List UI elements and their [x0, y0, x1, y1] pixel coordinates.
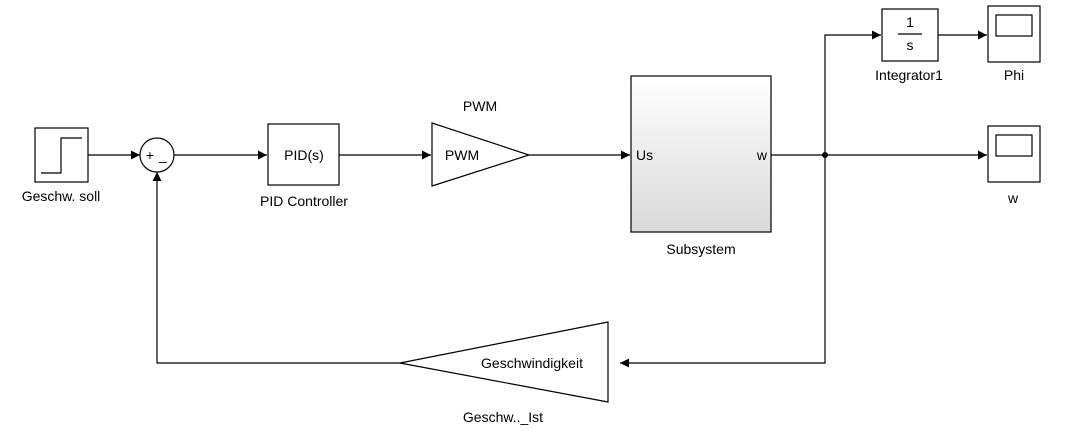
pwm-gain-block[interactable]: PWM PWM: [431, 98, 531, 187]
subsystem-block[interactable]: Us w Subsystem: [630, 75, 772, 257]
line-feedback-to-sum[interactable]: [152, 172, 400, 364]
scope-w-label: w: [1007, 190, 1019, 206]
line-branch-to-integrator[interactable]: [824, 30, 881, 155]
scope-w-block[interactable]: w: [987, 125, 1041, 206]
step-block[interactable]: Geschw. soll: [22, 127, 101, 204]
pid-controller-block[interactable]: PID(s) PID Controller: [260, 123, 348, 209]
feedback-gain-block[interactable]: Geschwindigkeit Geschw.._Ist: [399, 321, 609, 425]
feedback-gain-label: Geschw.._Ist: [463, 409, 543, 425]
sum-block[interactable]: + _: [139, 137, 175, 173]
integrator-denominator: s: [907, 37, 914, 53]
subsystem-output-port: w: [756, 147, 768, 163]
scope-phi-label: Phi: [1004, 67, 1024, 83]
subsystem-label: Subsystem: [666, 241, 735, 257]
subsystem-input-port: Us: [636, 147, 653, 163]
pid-block-text: PID(s): [284, 147, 324, 163]
integrator-numerator: 1: [906, 14, 914, 30]
feedback-gain-text: Geschwindigkeit: [481, 355, 583, 371]
sum-minus-sign: _: [158, 147, 167, 163]
branch-point: [822, 152, 828, 158]
signal-lines: [88, 30, 987, 368]
scope-screen-icon: [995, 14, 1033, 37]
line-branch-to-feedback[interactable]: [620, 155, 826, 368]
sum-plus-sign: +: [146, 147, 154, 163]
integrator-block[interactable]: 1 s Integrator1: [875, 8, 943, 83]
pwm-title: PWM: [463, 98, 497, 114]
scope-screen-icon: [995, 134, 1033, 157]
pid-label: PID Controller: [260, 193, 348, 209]
step-icon: [41, 137, 82, 174]
step-label: Geschw. soll: [22, 188, 101, 204]
pwm-block-text: PWM: [445, 147, 479, 163]
integrator-label: Integrator1: [875, 67, 943, 83]
scope-phi-block[interactable]: Phi: [987, 5, 1041, 83]
